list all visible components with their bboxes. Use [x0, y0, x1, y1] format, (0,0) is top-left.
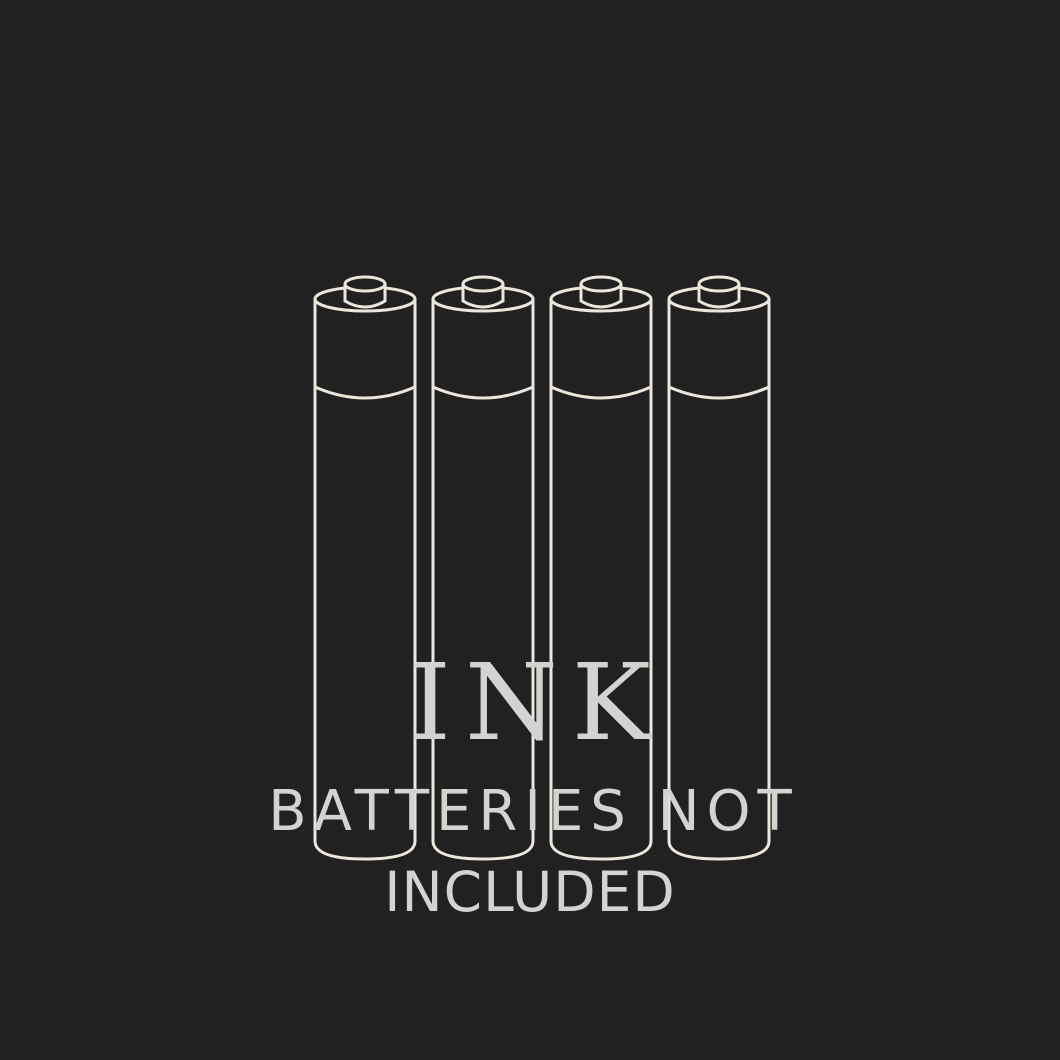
tagline-line-2: INCLUDED [384, 860, 676, 924]
battery-icon [313, 275, 417, 861]
brand-name: INK [409, 641, 665, 764]
battery-icon [667, 275, 771, 861]
tagline-line-1: BATTERIES NOT [268, 779, 799, 844]
battery-icon [431, 275, 535, 861]
battery-icon [549, 275, 653, 861]
